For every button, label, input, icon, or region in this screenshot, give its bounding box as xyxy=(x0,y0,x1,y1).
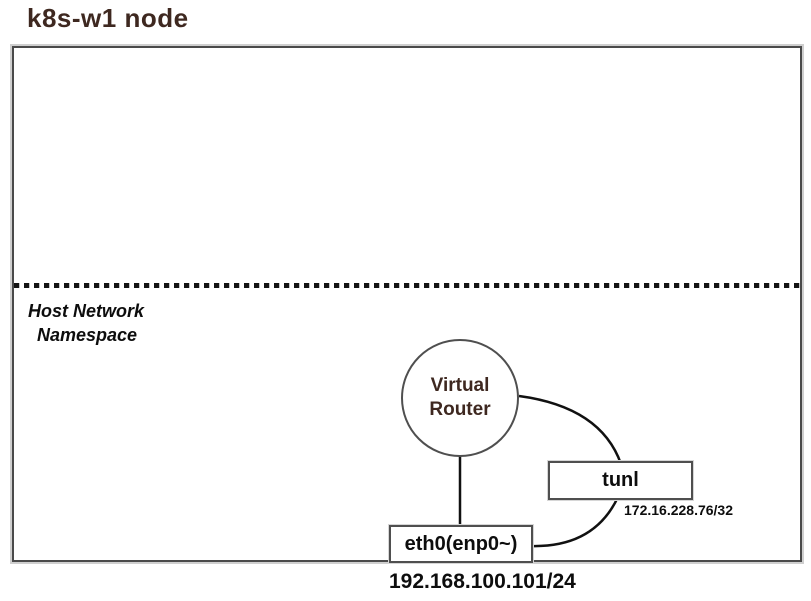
tunl-to-eth0-link xyxy=(529,496,620,548)
eth0-interface-box: eth0(enp0~) xyxy=(389,525,533,563)
eth0-interface-label: eth0(enp0~) xyxy=(404,532,518,555)
virtual-router-label-line1: Virtual xyxy=(430,375,490,397)
eth0-ip-address: 192.168.100.101/24 xyxy=(389,570,576,593)
tunl-interface-label: tunl xyxy=(602,469,639,491)
node-title: k8s-w1 node xyxy=(27,3,189,33)
host-network-namespace-label: Host Network Namespace xyxy=(28,299,144,348)
host-network-namespace-label-line1: Host Network xyxy=(28,301,145,321)
host-network-namespace-label-line2: Namespace xyxy=(37,325,138,346)
virtual-router-label-line2: Router xyxy=(429,399,491,420)
tunl-ip-address: 172.16.228.76/32 xyxy=(624,502,733,518)
virtual-router-node: Virtual Router xyxy=(401,339,519,457)
router-to-tunl-link xyxy=(518,394,623,465)
tunl-interface-box: tunl xyxy=(548,461,693,500)
namespace-divider-dotted-line xyxy=(14,283,801,288)
